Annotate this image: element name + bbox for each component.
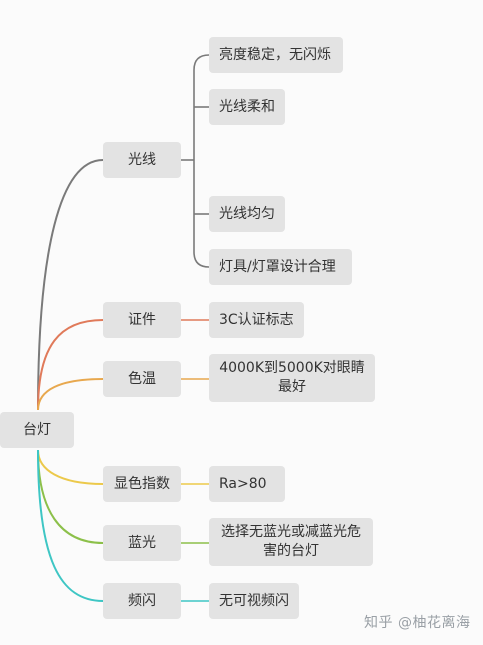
leaf-node-temp: 4000K到5000K对眼睛最好	[209, 354, 375, 402]
leaf-node-cert: 3C认证标志	[209, 302, 304, 338]
branch-node-light: 光线	[103, 142, 181, 178]
leaf-node-light-3: 光线均匀	[209, 196, 285, 232]
branch-node-cri: 显色指数	[103, 466, 181, 502]
branch-node-cert: 证件	[103, 302, 181, 338]
link-root-cri	[37, 449, 104, 485]
link-root-blue	[37, 449, 104, 544]
leaf-node-cri: Ra>80	[209, 466, 285, 502]
leaf-node-flicker: 无可视频闪	[209, 583, 299, 619]
link-root-temp	[37, 378, 104, 411]
branch-node-temp: 色温	[103, 361, 181, 397]
root-node: 台灯	[0, 412, 74, 448]
leaf-node-light-4: 灯具/灯罩设计合理	[209, 249, 352, 285]
leaf-node-blue: 选择无蓝光或减蓝光危害的台灯	[209, 518, 373, 566]
branch-node-blue: 蓝光	[103, 525, 181, 561]
link-light-bracket	[193, 54, 210, 268]
link-root-flicker	[37, 449, 104, 602]
watermark-text: 知乎 @柚花离海	[364, 615, 471, 631]
leaf-node-light-2: 光线柔和	[209, 89, 285, 125]
branch-node-flicker: 频闪	[103, 583, 181, 619]
leaf-node-light-1: 亮度稳定，无闪烁	[209, 37, 343, 73]
link-root-cert	[37, 319, 104, 411]
link-root-light	[37, 159, 104, 411]
